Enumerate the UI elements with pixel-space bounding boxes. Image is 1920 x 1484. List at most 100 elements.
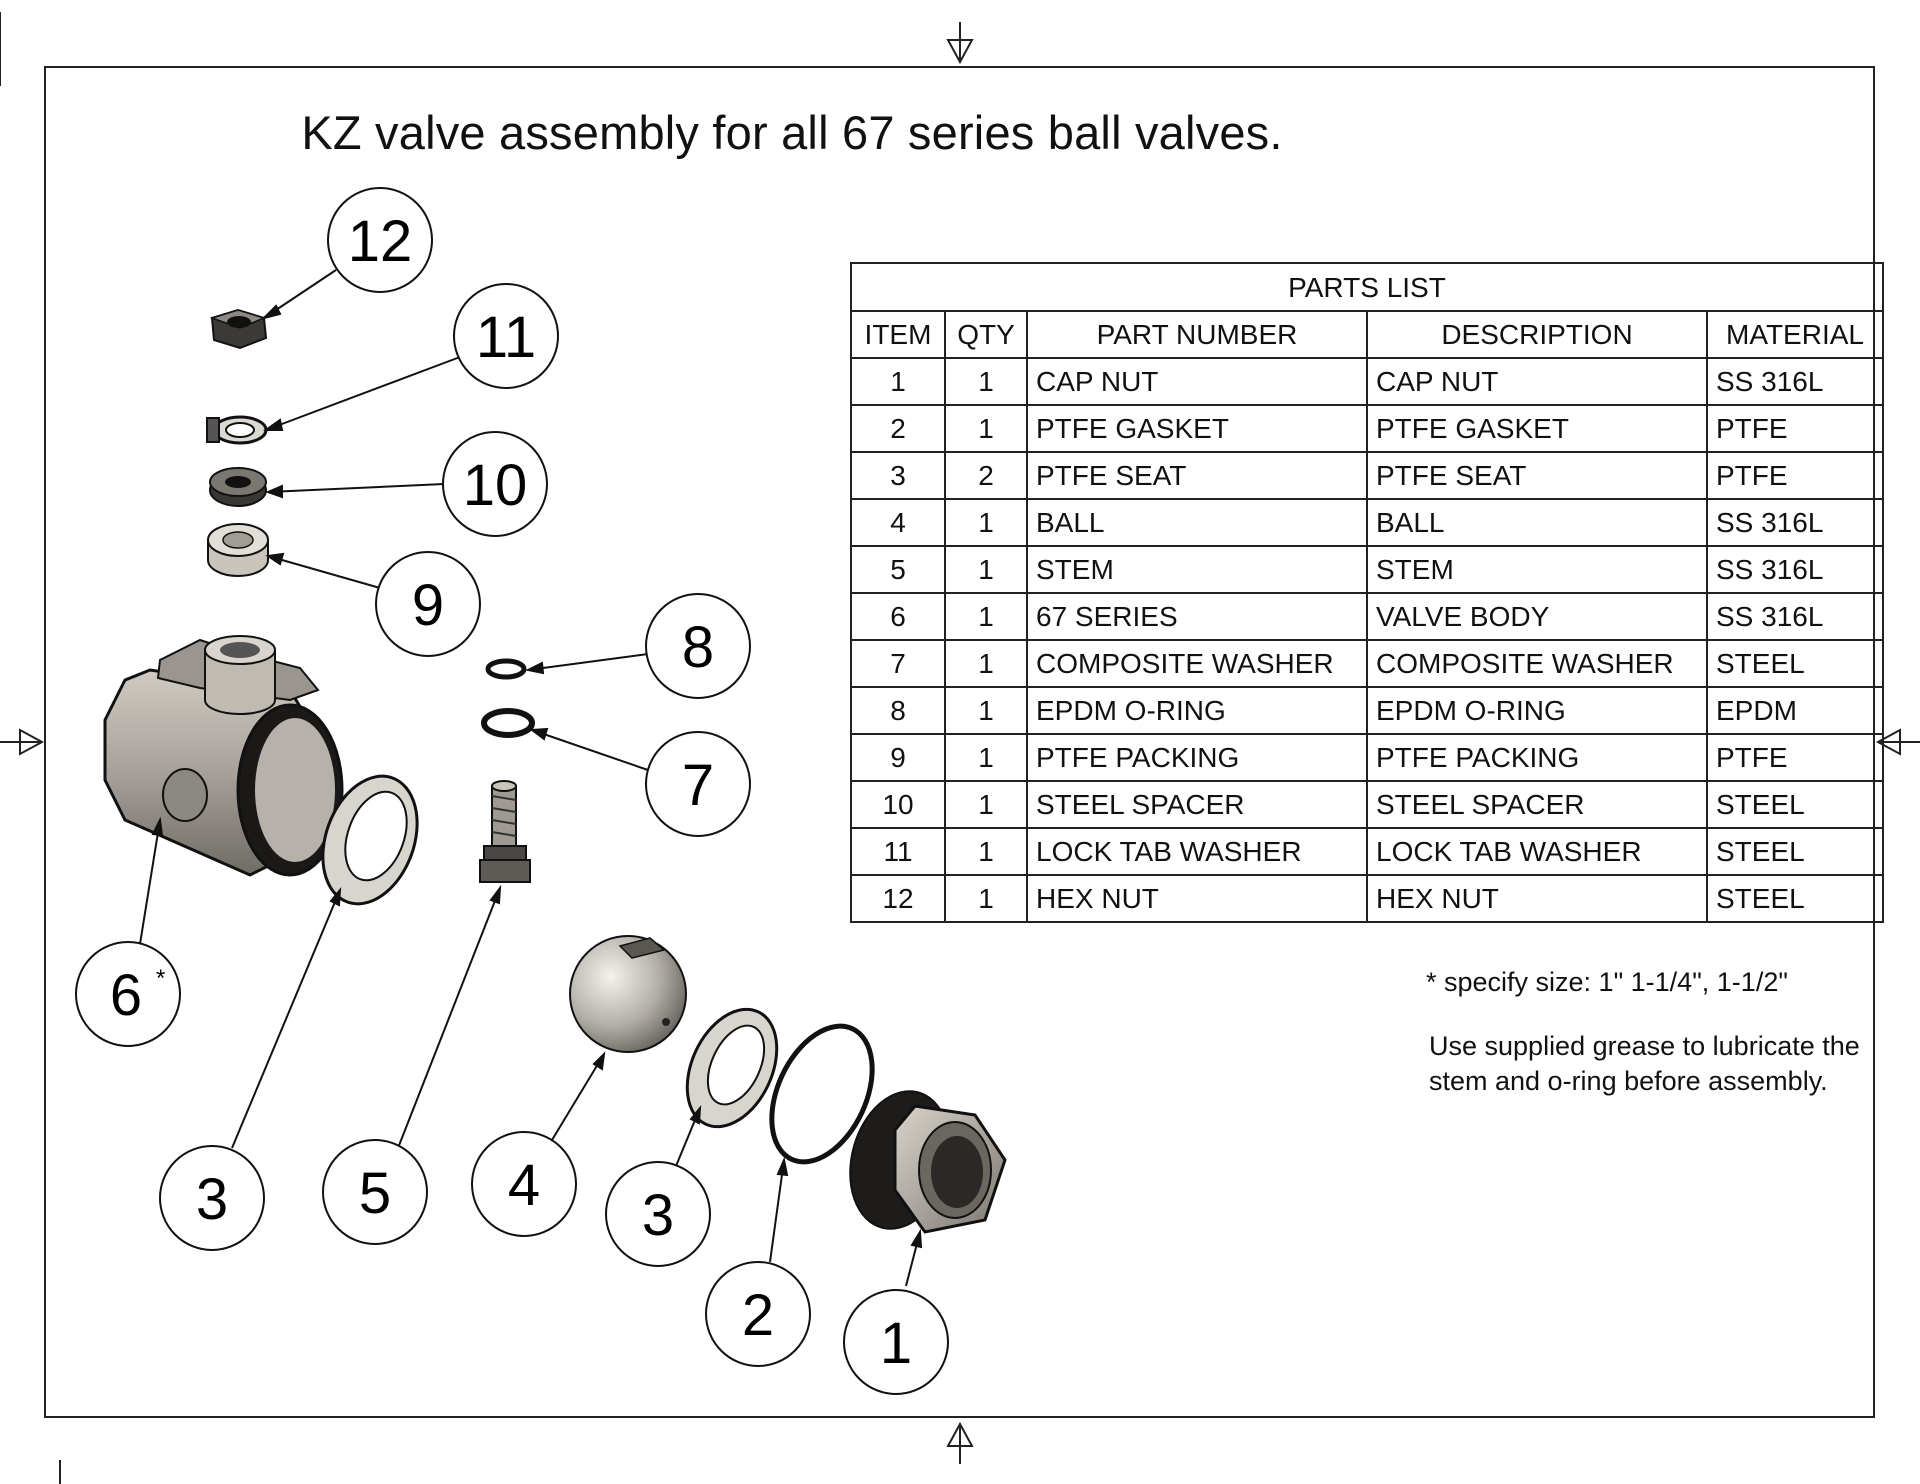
cell-item: 5 xyxy=(850,545,946,594)
cell-part-number: STEM xyxy=(1026,545,1368,594)
balloon-label: 2 xyxy=(742,1283,774,1348)
cell-part-number: COMPOSITE WASHER xyxy=(1026,639,1368,688)
lock-tab-washer-part xyxy=(206,415,268,445)
balloon-4: 4 xyxy=(471,1131,577,1237)
cell-item: 1 xyxy=(850,357,946,406)
balloon-3-left: 3 xyxy=(159,1145,265,1251)
cell-material: PTFE xyxy=(1706,451,1884,500)
cell-material: PTFE xyxy=(1706,733,1884,782)
balloon-label: 6 xyxy=(110,963,142,1028)
cell-material: SS 316L xyxy=(1706,592,1884,641)
cell-item: 3 xyxy=(850,451,946,500)
cell-item: 11 xyxy=(850,827,946,876)
cell-qty: 1 xyxy=(944,498,1028,547)
balloon-label: 11 xyxy=(476,305,536,370)
cell-item: 6 xyxy=(850,592,946,641)
balloon-label: 9 xyxy=(412,573,444,638)
balloon-10: 10 xyxy=(442,431,548,537)
o-ring-part xyxy=(485,658,527,680)
cell-item: 12 xyxy=(850,874,946,923)
cell-qty: 2 xyxy=(944,451,1028,500)
header-material: MATERIAL xyxy=(1706,310,1884,359)
cell-part-number: LOCK TAB WASHER xyxy=(1026,827,1368,876)
cell-qty: 1 xyxy=(944,686,1028,735)
cell-part-number: 67 SERIES xyxy=(1026,592,1368,641)
cell-material: SS 316L xyxy=(1706,357,1884,406)
cell-description: PTFE SEAT xyxy=(1366,451,1708,500)
cell-description: LOCK TAB WASHER xyxy=(1366,827,1708,876)
balloon-3-right: 3 xyxy=(605,1161,711,1267)
title-text: KZ valve assembly for all 67 series ball… xyxy=(301,106,1283,159)
balloon-12: 12 xyxy=(327,187,433,293)
cell-material: STEEL xyxy=(1706,874,1884,923)
center-marks xyxy=(0,12,1920,1484)
balloon-asterisk: * xyxy=(156,965,165,992)
cap-nut-part xyxy=(849,1090,1007,1234)
cell-qty: 1 xyxy=(944,404,1028,453)
balloon-label: 10 xyxy=(463,453,528,518)
grease-note: Use supplied grease to lubricate the ste… xyxy=(1429,1031,1860,1096)
balloon-label: 4 xyxy=(508,1153,540,1218)
cell-material: STEEL xyxy=(1706,827,1884,876)
cell-qty: 1 xyxy=(944,357,1028,406)
cell-part-number: PTFE GASKET xyxy=(1026,404,1368,453)
balloon-label: 3 xyxy=(642,1183,674,1248)
parts-list-header-row: ITEM QTY PART NUMBER DESCRIPTION MATERIA… xyxy=(850,310,1884,359)
balloon-2: 2 xyxy=(705,1261,811,1367)
cell-description: PTFE PACKING xyxy=(1366,733,1708,782)
cell-description: CAP NUT xyxy=(1366,357,1708,406)
balloon-1: 1 xyxy=(843,1289,949,1395)
cell-material: SS 316L xyxy=(1706,545,1884,594)
ptfe-seat-part-left xyxy=(321,774,419,906)
ptfe-gasket-part xyxy=(769,1023,875,1165)
header-part-number: PART NUMBER xyxy=(1026,310,1368,359)
ptfe-packing-part xyxy=(207,523,269,577)
ball-part xyxy=(569,935,687,1053)
parts-list-table: PARTS LIST ITEM QTY PART NUMBER DESCRIPT… xyxy=(850,262,1884,923)
cell-item: 9 xyxy=(850,733,946,782)
cell-item: 7 xyxy=(850,639,946,688)
composite-washer-part xyxy=(481,708,535,738)
cell-item: 4 xyxy=(850,498,946,547)
balloon-6: 6 * xyxy=(75,941,181,1047)
cell-qty: 1 xyxy=(944,827,1028,876)
parts-list-caption: PARTS LIST xyxy=(850,262,1884,310)
cell-material: EPDM xyxy=(1706,686,1884,735)
size-note: * specify size: 1" 1-1/4", 1-1/2" xyxy=(1426,967,1788,997)
cell-description: EPDM O-RING xyxy=(1366,686,1708,735)
cell-description: HEX NUT xyxy=(1366,874,1708,923)
cell-part-number: CAP NUT xyxy=(1026,357,1368,406)
header-qty: QTY xyxy=(944,310,1028,359)
cell-material: STEEL xyxy=(1706,780,1884,829)
balloon-label: 5 xyxy=(359,1161,391,1226)
cell-description: BALL xyxy=(1366,498,1708,547)
header-description: DESCRIPTION xyxy=(1366,310,1708,359)
cell-qty: 1 xyxy=(944,780,1028,829)
cell-item: 2 xyxy=(850,404,946,453)
cell-material: STEEL xyxy=(1706,639,1884,688)
cell-qty: 1 xyxy=(944,639,1028,688)
cell-part-number: HEX NUT xyxy=(1026,874,1368,923)
balloon-label: 7 xyxy=(682,753,714,818)
cell-qty: 1 xyxy=(944,592,1028,641)
cell-qty: 1 xyxy=(944,874,1028,923)
balloon-5: 5 xyxy=(322,1139,428,1245)
balloon-11: 11 xyxy=(453,283,559,389)
cell-part-number: BALL xyxy=(1026,498,1368,547)
stem-part xyxy=(479,780,531,883)
balloon-label: 8 xyxy=(682,615,714,680)
cell-description: PTFE GASKET xyxy=(1366,404,1708,453)
